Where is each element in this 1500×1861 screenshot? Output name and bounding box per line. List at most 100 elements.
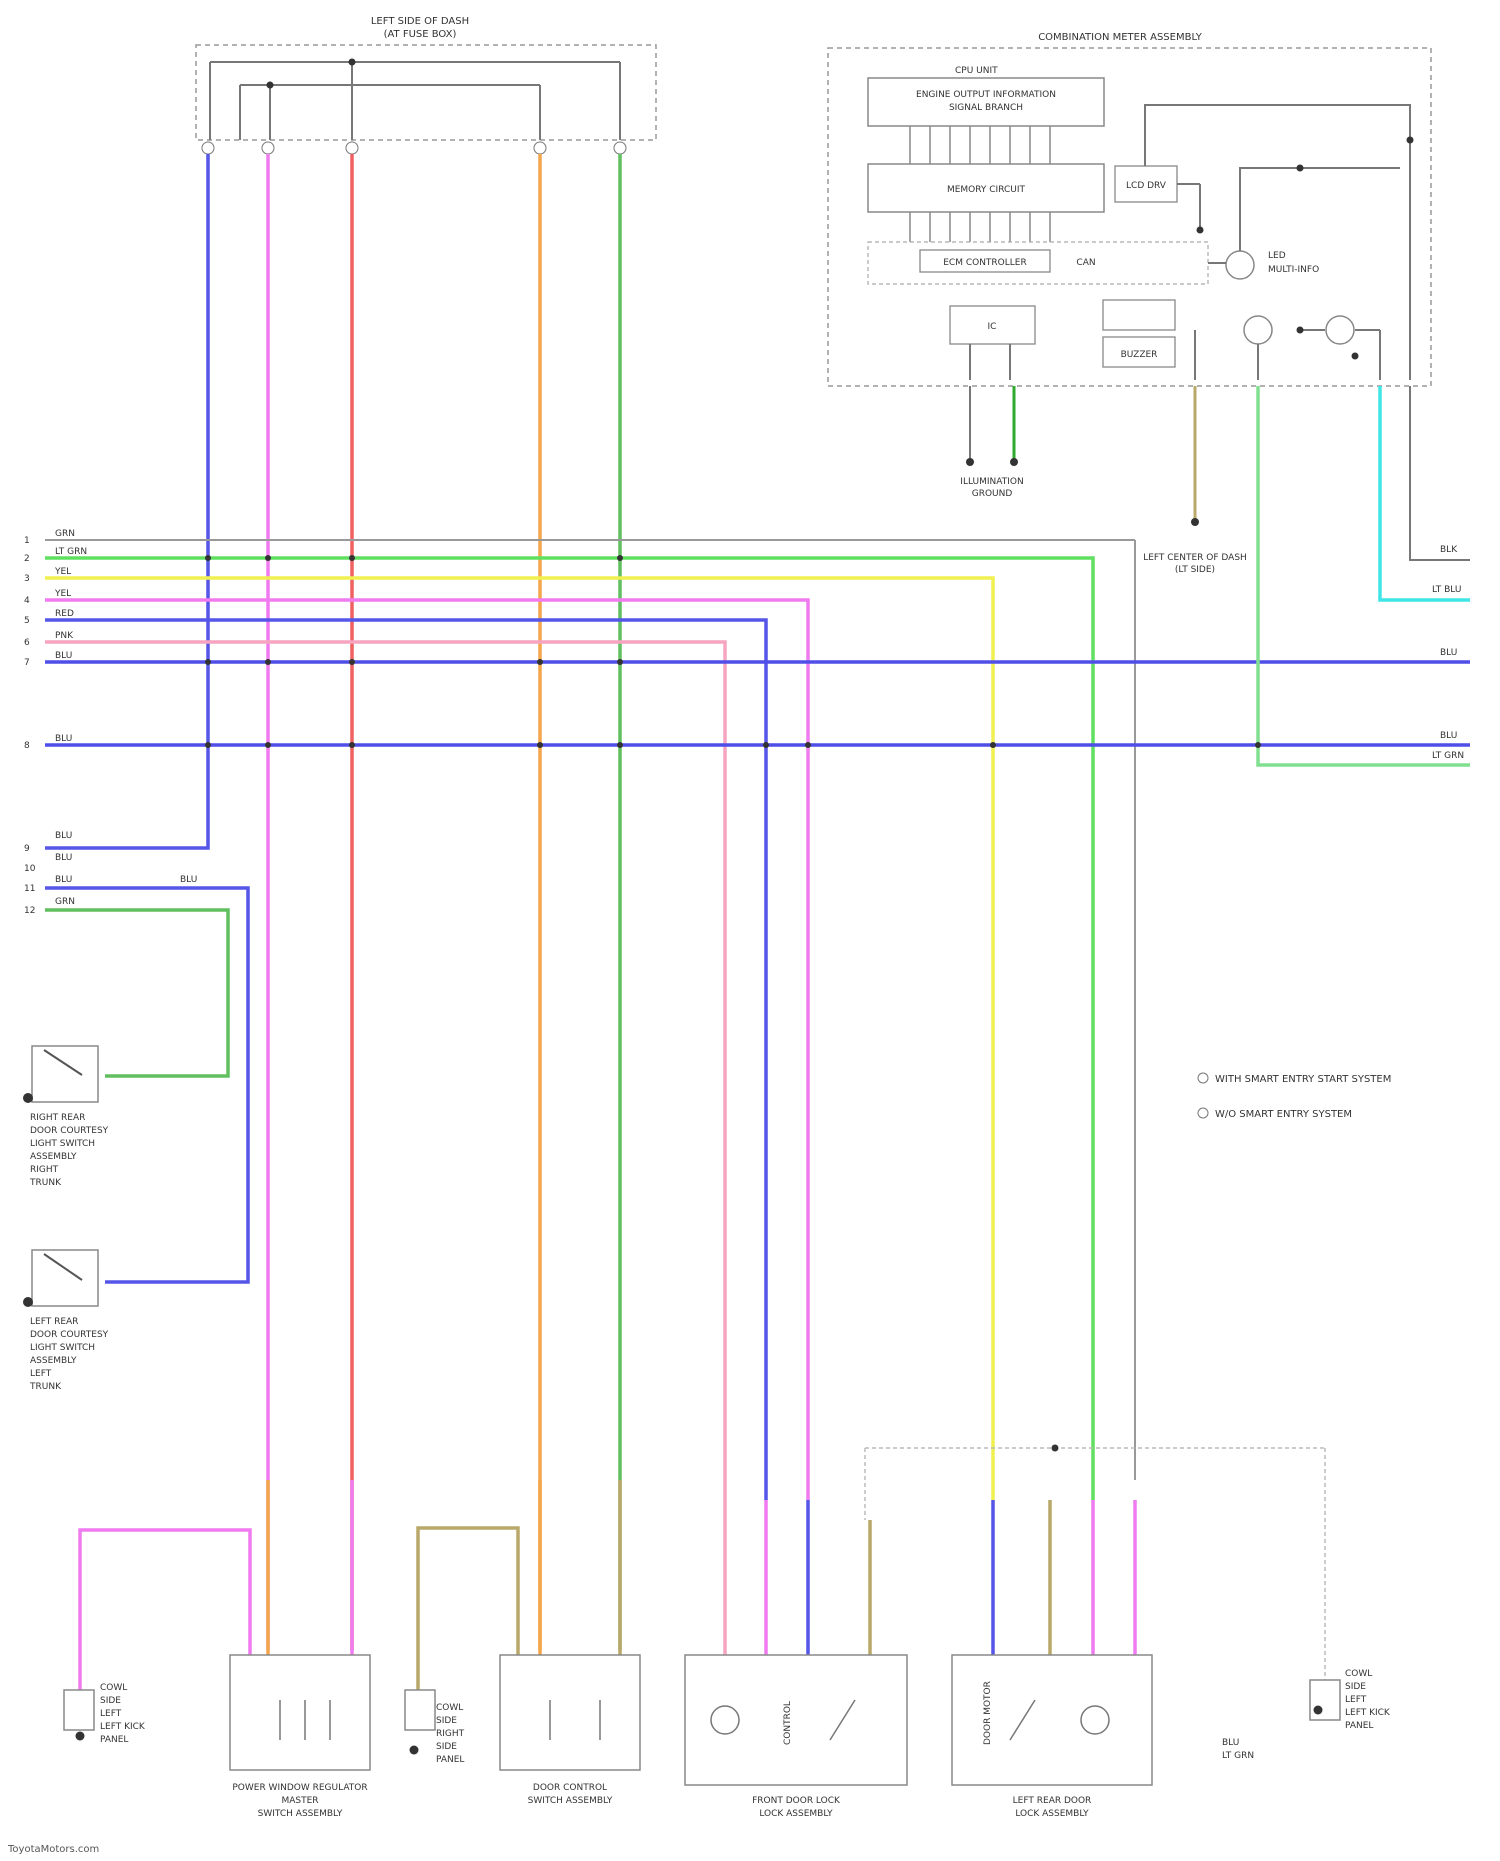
legend: WITH SMART ENTRY START SYSTEM W/O SMART …	[1198, 1073, 1391, 1120]
legend-entry-1: WITH SMART ENTRY START SYSTEM	[1215, 1074, 1391, 1085]
svg-text:CONTROL: CONTROL	[783, 1701, 793, 1745]
svg-text:BLU: BLU	[55, 651, 72, 661]
svg-text:TRUNK: TRUNK	[29, 1178, 62, 1188]
svg-text:3: 3	[24, 574, 30, 584]
bottom-component-boxes	[64, 1655, 1340, 1785]
svg-text:LT GRN: LT GRN	[55, 547, 87, 557]
svg-text:LEFT KICK: LEFT KICK	[1345, 1708, 1391, 1718]
junction-dot	[1052, 1445, 1059, 1452]
vertical-wires	[45, 154, 620, 1650]
multi-info-label: MULTI-INFO	[1268, 265, 1319, 275]
illumination-label: ILLUMINATION	[960, 477, 1023, 487]
svg-text:LIGHT SWITCH: LIGHT SWITCH	[30, 1139, 95, 1149]
svg-text:SIDE: SIDE	[1345, 1682, 1366, 1692]
svg-text:YEL: YEL	[54, 567, 71, 577]
svg-text:DOOR MOTOR: DOOR MOTOR	[983, 1681, 993, 1745]
power-window-switch-label-1: POWER WINDOW REGULATOR	[232, 1783, 367, 1793]
svg-text:LEFT: LEFT	[30, 1369, 52, 1379]
svg-text:10: 10	[24, 864, 36, 874]
svg-text:SIDE: SIDE	[100, 1696, 121, 1706]
svg-text:BLU: BLU	[1440, 648, 1457, 658]
svg-text:2: 2	[24, 554, 30, 564]
right-rear-door-switch: RIGHT REAR DOOR COURTESY LIGHT SWITCH AS…	[23, 1046, 109, 1188]
top-junction-block: LEFT SIDE OF DASH (AT FUSE BOX)	[196, 16, 656, 154]
left-rear-door-switch: LEFT REAR DOOR COURTESY LIGHT SWITCH ASS…	[23, 1250, 109, 1392]
top-block-title-2: (AT FUSE BOX)	[384, 29, 457, 40]
drive-circuit-label-2: SIGNAL BRANCH	[949, 103, 1023, 113]
svg-text:ASSEMBLY: ASSEMBLY	[30, 1356, 77, 1366]
svg-text:4: 4	[24, 596, 30, 606]
can-label: CAN	[1076, 258, 1095, 268]
meter-block-title: COMBINATION METER ASSEMBLY	[1038, 32, 1203, 43]
drive-circuit-box	[868, 78, 1104, 126]
right-wire-labels: BLK LT BLU BLU BLU LT GRN	[1432, 545, 1464, 761]
svg-text:COWL: COWL	[1345, 1669, 1372, 1679]
svg-text:TRUNK: TRUNK	[29, 1382, 62, 1392]
bus-junction-dots	[205, 555, 1261, 748]
svg-text:5: 5	[24, 616, 30, 626]
svg-text:COWL: COWL	[436, 1703, 463, 1713]
svg-text:BLU: BLU	[55, 734, 72, 744]
svg-text:11: 11	[24, 884, 35, 894]
front-door-lock-label-1: FRONT DOOR LOCK	[752, 1796, 841, 1806]
svg-text:LT GRN: LT GRN	[1222, 1751, 1254, 1761]
cpu-unit-label: CPU UNIT	[955, 66, 998, 76]
footer-credit: ToyotaMotors.com	[8, 1844, 99, 1855]
svg-text:RIGHT REAR: RIGHT REAR	[30, 1113, 85, 1123]
svg-text:GRN: GRN	[55, 897, 75, 907]
svg-text:BLU: BLU	[55, 831, 72, 841]
svg-text:LEFT KICK: LEFT KICK	[100, 1722, 146, 1732]
power-window-switch-label-2: MASTER	[281, 1796, 318, 1806]
power-window-switch-label-3: SWITCH ASSEMBLY	[258, 1809, 343, 1819]
svg-text:LIGHT SWITCH: LIGHT SWITCH	[30, 1343, 95, 1353]
led-label: LED	[1268, 251, 1286, 261]
svg-text:LT GRN: LT GRN	[1432, 751, 1464, 761]
svg-text:RIGHT: RIGHT	[436, 1729, 465, 1739]
combination-meter-assembly: COMBINATION METER ASSEMBLY CPU UNIT ENGI…	[828, 32, 1431, 386]
door-control-switch-label-2: SWITCH ASSEMBLY	[528, 1796, 613, 1806]
left-rear-door-lock-label-1: LEFT REAR DOOR	[1013, 1796, 1092, 1806]
svg-text:ASSEMBLY: ASSEMBLY	[30, 1152, 77, 1162]
left-rear-door-lock-label-2: LOCK ASSEMBLY	[1015, 1809, 1089, 1819]
svg-text:COWL: COWL	[100, 1683, 127, 1693]
left-lower-pins: 9 10 11 12 BLU BLU BLU BLU GRN	[24, 831, 197, 916]
svg-text:PANEL: PANEL	[436, 1755, 464, 1765]
svg-text:8: 8	[24, 741, 30, 751]
svg-text:GRN: GRN	[55, 529, 75, 539]
svg-text:LEFT REAR: LEFT REAR	[30, 1317, 78, 1327]
ic-label: IC	[988, 322, 997, 332]
drive-circuit-label-1: ENGINE OUTPUT INFORMATION	[916, 90, 1056, 100]
svg-text:LT BLU: LT BLU	[1432, 585, 1461, 595]
front-door-lock-label-2: LOCK ASSEMBLY	[759, 1809, 833, 1819]
svg-text:DOOR COURTESY: DOOR COURTESY	[30, 1126, 109, 1136]
bus-wire-labels: GRN LT GRN YEL YEL RED PNK BLU BLU	[54, 529, 87, 744]
svg-text:9: 9	[24, 844, 30, 854]
svg-text:LEFT: LEFT	[100, 1709, 122, 1719]
svg-text:PNK: PNK	[55, 631, 74, 641]
svg-text:6: 6	[24, 638, 30, 648]
ground-label: GROUND	[972, 489, 1013, 499]
svg-text:7: 7	[24, 658, 30, 668]
svg-text:PANEL: PANEL	[1345, 1721, 1373, 1731]
svg-text:BLU: BLU	[1222, 1738, 1239, 1748]
svg-text:SIDE: SIDE	[436, 1716, 457, 1726]
svg-text:BLU: BLU	[180, 875, 197, 885]
svg-text:BLU: BLU	[55, 875, 72, 885]
svg-text:BLU: BLU	[1440, 731, 1457, 741]
svg-text:BLU: BLU	[55, 853, 72, 863]
svg-text:12: 12	[24, 906, 35, 916]
svg-text:PANEL: PANEL	[100, 1735, 128, 1745]
buzzer-label: BUZZER	[1121, 350, 1158, 360]
svg-text:1: 1	[24, 536, 30, 546]
svg-text:SIDE: SIDE	[436, 1742, 457, 1752]
top-block-title-1: LEFT SIDE OF DASH	[371, 16, 469, 27]
ground-location-label-2: (LT SIDE)	[1175, 565, 1215, 575]
bus-pin-numbers: 1 2 3 4 5 6 7 8	[24, 536, 30, 751]
svg-text:BLK: BLK	[1440, 545, 1458, 555]
horizontal-bus	[45, 386, 1470, 1500]
svg-text:YEL: YEL	[54, 589, 71, 599]
door-control-switch-label-1: DOOR CONTROL	[533, 1783, 607, 1793]
memory-circuit-label: MEMORY CIRCUIT	[947, 185, 1026, 195]
svg-text:DOOR COURTESY: DOOR COURTESY	[30, 1330, 109, 1340]
